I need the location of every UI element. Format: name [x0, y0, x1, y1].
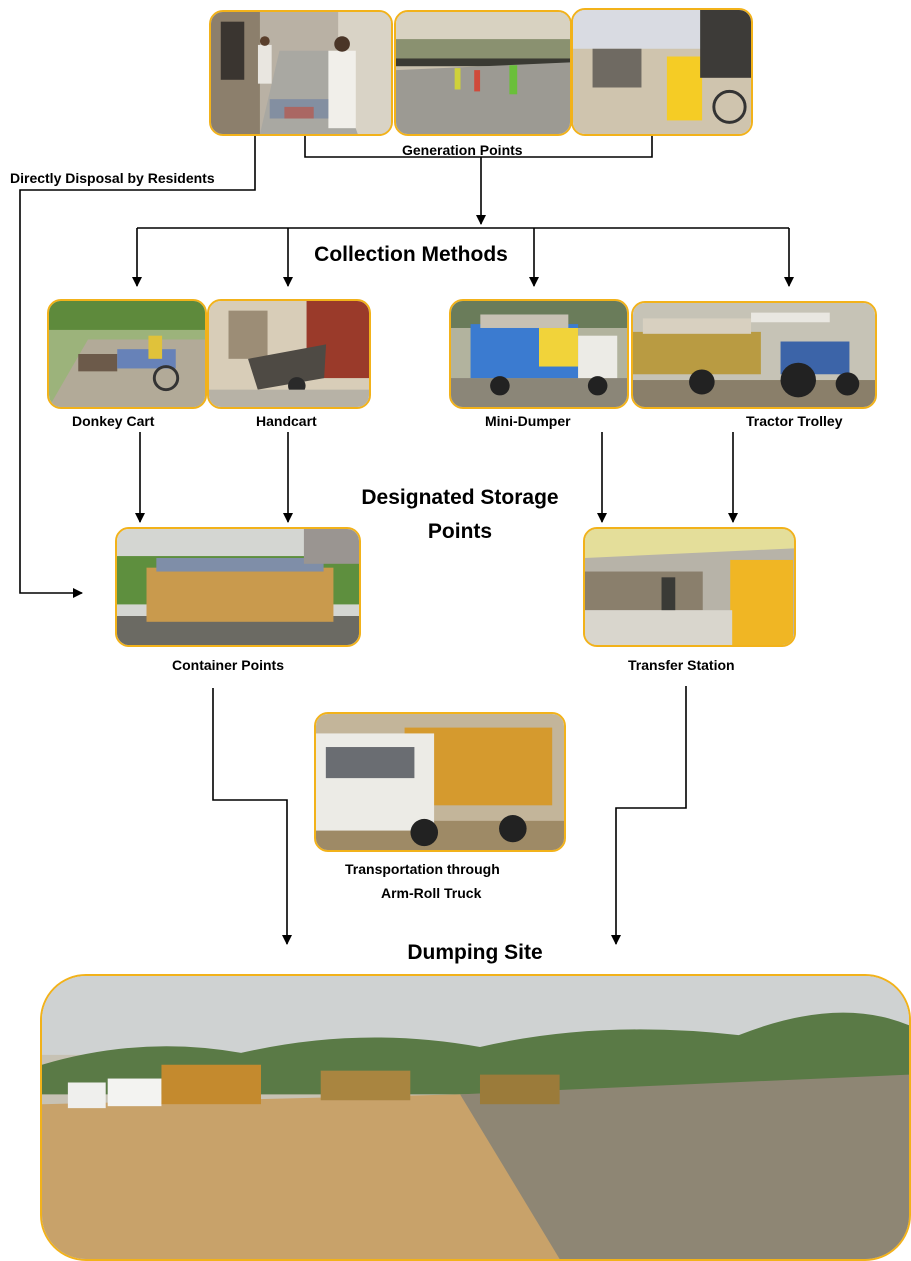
- generation-photo-street: [209, 10, 393, 136]
- storage-heading-line1: Designated Storage: [361, 486, 559, 509]
- container-points-label: Container Points: [172, 657, 285, 673]
- handcart-label: Handcart: [256, 413, 317, 429]
- transportation-label-line1: Transportation through: [345, 861, 500, 877]
- dumping-site-heading: Dumping Site: [407, 941, 543, 964]
- generation-points-label: Generation Points: [402, 142, 523, 158]
- transfer-station-photo: [583, 527, 796, 647]
- mini-dumper-photo: [449, 299, 629, 409]
- transfer-to-dump-line: [611, 686, 687, 945]
- donkey-cart-label: Donkey Cart: [72, 413, 155, 429]
- collection-methods-heading: Collection Methods: [314, 243, 508, 266]
- container-point-photo: [115, 527, 361, 647]
- donkey-cart-photo: [47, 299, 207, 409]
- dumping-site-photo: [40, 974, 911, 1261]
- arm-roll-truck-photo: [314, 712, 566, 852]
- generation-photo-bin: [571, 8, 753, 136]
- generation-photo-road: [394, 10, 572, 136]
- tractor-trolley-label: Tractor Trolley: [746, 413, 843, 429]
- mini-dumper-label: Mini-Dumper: [485, 413, 571, 429]
- transportation-label-line2: Arm-Roll Truck: [381, 885, 482, 901]
- transfer-station-label: Transfer Station: [628, 657, 735, 673]
- handcart-photo: [207, 299, 371, 409]
- container-to-dump-line: [212, 688, 292, 945]
- storage-heading-line2: Points: [427, 520, 493, 543]
- tractor-trolley-photo: [631, 301, 877, 409]
- direct-disposal-label: Directly Disposal by Residents: [10, 170, 215, 186]
